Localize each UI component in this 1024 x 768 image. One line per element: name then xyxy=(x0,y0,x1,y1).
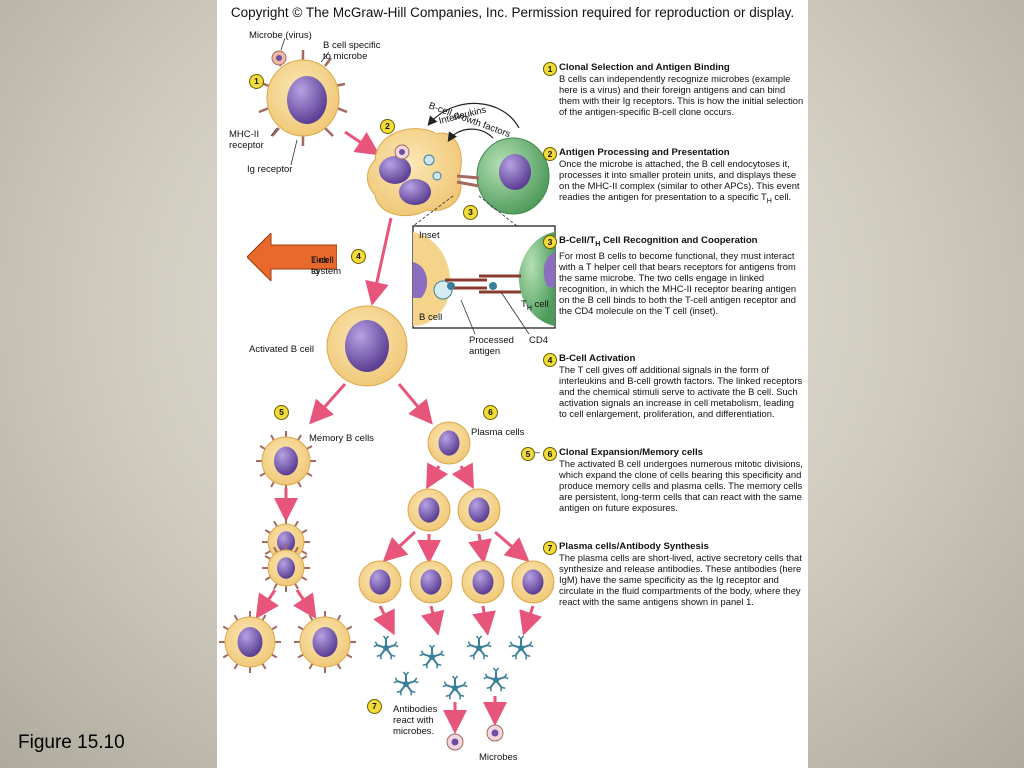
step-2-description: 2 Antigen Processing and Presentation On… xyxy=(543,147,804,207)
label-cd4: CD4 xyxy=(529,335,549,346)
inset-box xyxy=(412,225,556,335)
arrow-left-icon xyxy=(247,233,337,281)
step-7-description: 7 Plasma cells/Antibody Synthesis The pl… xyxy=(543,541,804,607)
badge-step-3: 3 xyxy=(463,205,478,220)
label-mhc-2: receptor xyxy=(229,140,264,151)
badge-step-5: 5 xyxy=(274,405,289,420)
badge-step-4: 4 xyxy=(351,249,366,264)
plasma-cells xyxy=(358,421,555,636)
step-5-number: 5 xyxy=(521,447,535,461)
badge-step-1: 1 xyxy=(249,74,264,89)
step-3-description: 3 B-Cell/TH Cell Recognition and Coopera… xyxy=(543,235,804,316)
label-plasma-cells: Plasma cells xyxy=(471,427,525,438)
label-processed-2: antigen xyxy=(469,346,501,357)
label-inset-b-cell: B cell xyxy=(419,312,443,323)
activated-b-cell xyxy=(326,305,408,387)
step-1-text: B cells can independently recognize micr… xyxy=(559,73,804,117)
label-mhc-1: MHC-II xyxy=(229,129,260,140)
b-cell-processing xyxy=(367,128,462,217)
step-4-number: 4 xyxy=(543,353,557,367)
badge-step-6: 6 xyxy=(483,405,498,420)
label-th-cell: TH cell xyxy=(521,299,549,312)
label-microbes: Microbes xyxy=(479,752,518,763)
label-b-cell-specific-1: B cell specific xyxy=(323,40,381,51)
t-helper-cell xyxy=(456,137,550,215)
step-2-text: Once the microbe is attached, the B cell… xyxy=(559,158,800,205)
step-3-number: 3 xyxy=(543,235,557,249)
step-5-6-dash: – xyxy=(535,447,541,457)
label-processed-1: Processed xyxy=(469,335,514,346)
step-1-number: 1 xyxy=(543,62,557,76)
label-activated-b-cell: Activated B cell xyxy=(249,344,314,355)
badge-step-7: 7 xyxy=(367,699,382,714)
figure-caption: Figure 15.10 xyxy=(18,732,125,753)
step-7-number: 7 xyxy=(543,541,557,555)
b-cell-with-receptors xyxy=(258,50,348,146)
step-5-6-description: 5 – 6 Clonal Expansion/Memory cells The … xyxy=(521,447,804,513)
step-2-title: Antigen Processing and Presentation xyxy=(559,147,730,158)
label-ig-receptor: Ig receptor xyxy=(247,164,293,175)
label-antibodies-3: microbes. xyxy=(393,726,435,737)
step-7-title: Plasma cells/Antibody Synthesis xyxy=(559,541,709,552)
antibodies xyxy=(373,635,534,751)
step-5-6-text: The activated B cell undergoes numerous … xyxy=(559,458,803,513)
step-4-description: 4 B-Cell Activation The T cell gives off… xyxy=(543,353,804,419)
label-memory-b-cells: Memory B cells xyxy=(309,433,374,444)
label-antibodies-1: Antibodies xyxy=(393,704,438,715)
step-2-number: 2 xyxy=(543,147,557,161)
label-antibodies-2: react with xyxy=(393,715,434,726)
step-4-title: B-Cell Activation xyxy=(559,353,636,364)
step-1-description: 1 Clonal Selection and Antigen Binding B… xyxy=(543,62,804,117)
label-microbe: Microbe (virus) xyxy=(249,30,312,41)
step-4-text: The T cell gives off additional signals … xyxy=(559,364,803,419)
step-1-title: Clonal Selection and Antigen Binding xyxy=(559,62,730,73)
badge-step-2: 2 xyxy=(380,119,395,134)
step-3-title: B-Cell/TH Cell Recognition and Cooperati… xyxy=(559,235,758,248)
figure-panel: Copyright © The McGraw-Hill Companies, I… xyxy=(217,0,808,768)
step-5-6-title: Clonal Expansion/Memory cells xyxy=(559,447,703,458)
memory-b-cells xyxy=(219,431,356,673)
label-b-cell-specific-2: to microbe xyxy=(323,51,368,62)
step-3-text: For most B cells to become functional, t… xyxy=(559,249,797,316)
label-inset: Inset xyxy=(419,230,440,241)
step-6-number: 6 xyxy=(543,447,557,461)
diagram-artwork xyxy=(219,37,556,751)
step-7-text: The plasma cells are short-lived, active… xyxy=(559,552,802,607)
copyright-notice: Copyright © The McGraw-Hill Companies, I… xyxy=(230,5,795,20)
